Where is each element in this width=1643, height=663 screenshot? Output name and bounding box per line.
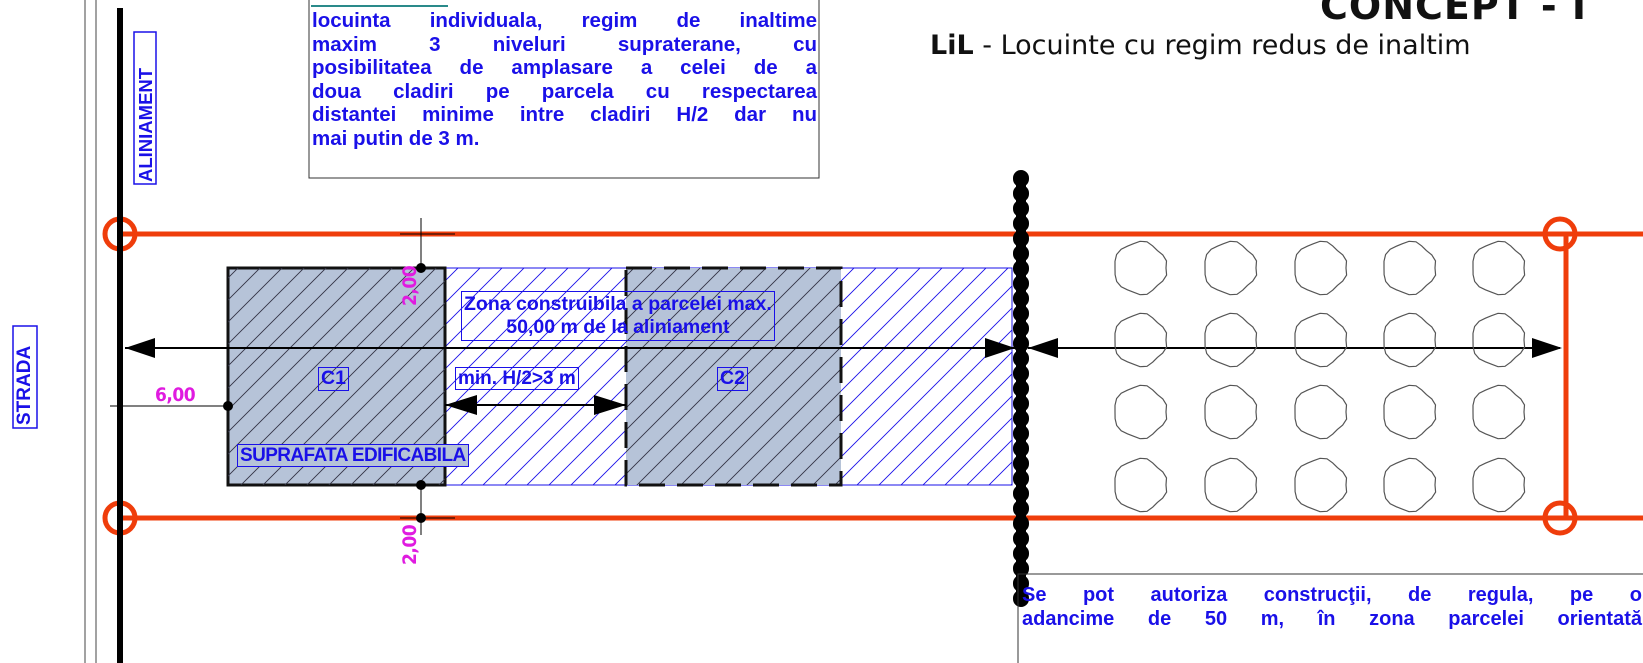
note-line: Se pot autoriza construcţii, de regula, …: [1022, 584, 1642, 606]
arrowhead-right: [1532, 338, 1562, 358]
note-line: locuinta individuala, regim de inaltime: [312, 9, 817, 32]
dimension-dot: [416, 480, 426, 490]
arrowhead-left: [1028, 338, 1058, 358]
tree-symbol: [1204, 457, 1258, 513]
tree-symbol: [1383, 457, 1437, 513]
tree-symbol: [1114, 457, 1168, 513]
tree-symbol: [1294, 240, 1348, 296]
tree-symbol: [1472, 457, 1526, 513]
note-line: adancime de 50 m, în zona parcelei orien…: [1022, 608, 1642, 630]
zone-description: - Locuinte cu regim redus de inaltim: [973, 30, 1471, 61]
arrowhead-left: [445, 395, 477, 415]
parcel-corner-marker: [1542, 216, 1578, 252]
aliniament-label: ALINIAMENT: [135, 67, 156, 182]
top-note-frame: [308, 0, 820, 179]
dimension-dot: [416, 513, 426, 523]
tree-symbol: [1383, 240, 1437, 296]
building-c2-hatch: [624, 266, 843, 487]
tree-symbol: [1472, 312, 1526, 368]
min-distance-label: min. H/2>3 m: [455, 367, 579, 390]
note-line: posibilitatea de amplasare a celei de a: [312, 56, 817, 80]
tree-symbol: [1114, 384, 1168, 440]
bottom-side-dimension: 2,00: [399, 524, 421, 565]
zone-label-line: 50,00 m de la aliniament: [506, 316, 730, 338]
tree-symbol: [1204, 312, 1258, 368]
arrowhead-right: [985, 338, 1015, 358]
c2-label: C2: [717, 367, 748, 391]
parcel-corner-marker: [1542, 500, 1578, 536]
note-line: maxim 3 niveluri supraterane, cu: [312, 32, 817, 56]
bottom-note-frame: [1017, 573, 1643, 663]
tree-symbol: [1114, 240, 1168, 296]
tree-symbol: [1472, 240, 1526, 296]
strada-label-frame: [12, 325, 38, 429]
note-line: mai putin de 3 m.: [312, 126, 480, 150]
tree-symbol: [1383, 384, 1437, 440]
tree-symbol: [1294, 384, 1348, 440]
zone-code: LiL: [930, 30, 974, 61]
arrowhead-right: [594, 395, 626, 415]
tree-symbol: [1114, 312, 1168, 368]
note-line: distantei minime intre cladiri H/2 dar n…: [312, 103, 817, 127]
tree-symbol: [1204, 384, 1258, 440]
tree-symbol: [1204, 240, 1258, 296]
aliniament-label-frame: [133, 31, 157, 185]
tree-symbol: [1294, 457, 1348, 513]
arrowhead-left: [125, 338, 155, 358]
zone-subtitle: LiL - Locuinte cu regim redus de inaltim: [930, 30, 1471, 61]
dimension-dot: [223, 401, 233, 411]
bottom-note: Se pot autoriza construcţii, de regula, …: [1022, 583, 1642, 631]
dimension-dot: [416, 263, 426, 273]
strada-label: STRADA: [14, 345, 35, 425]
zone-label-line: Zona construibila a parcelei max.: [464, 293, 772, 315]
tree-symbol: [1383, 312, 1437, 368]
c1-label: C1: [318, 367, 349, 391]
tree-grid: [1114, 240, 1526, 513]
tree-symbol: [1294, 312, 1348, 368]
buildable-surface-label: SUPRAFATA EDIFICABILA: [237, 444, 469, 467]
top-side-dimension: 2,00: [399, 265, 421, 306]
buildable-zone-label: Zona construibila a parcelei max. 50,00 …: [461, 291, 775, 341]
top-note: locuinta individuala, regim de inaltime …: [312, 9, 817, 151]
page-title: CONCEPT - I: [1320, 0, 1587, 28]
note-line: doua cladiri pe parcela cu respectarea: [312, 79, 817, 103]
front-setback-dimension: 6,00: [155, 384, 196, 406]
tree-symbol: [1472, 384, 1526, 440]
